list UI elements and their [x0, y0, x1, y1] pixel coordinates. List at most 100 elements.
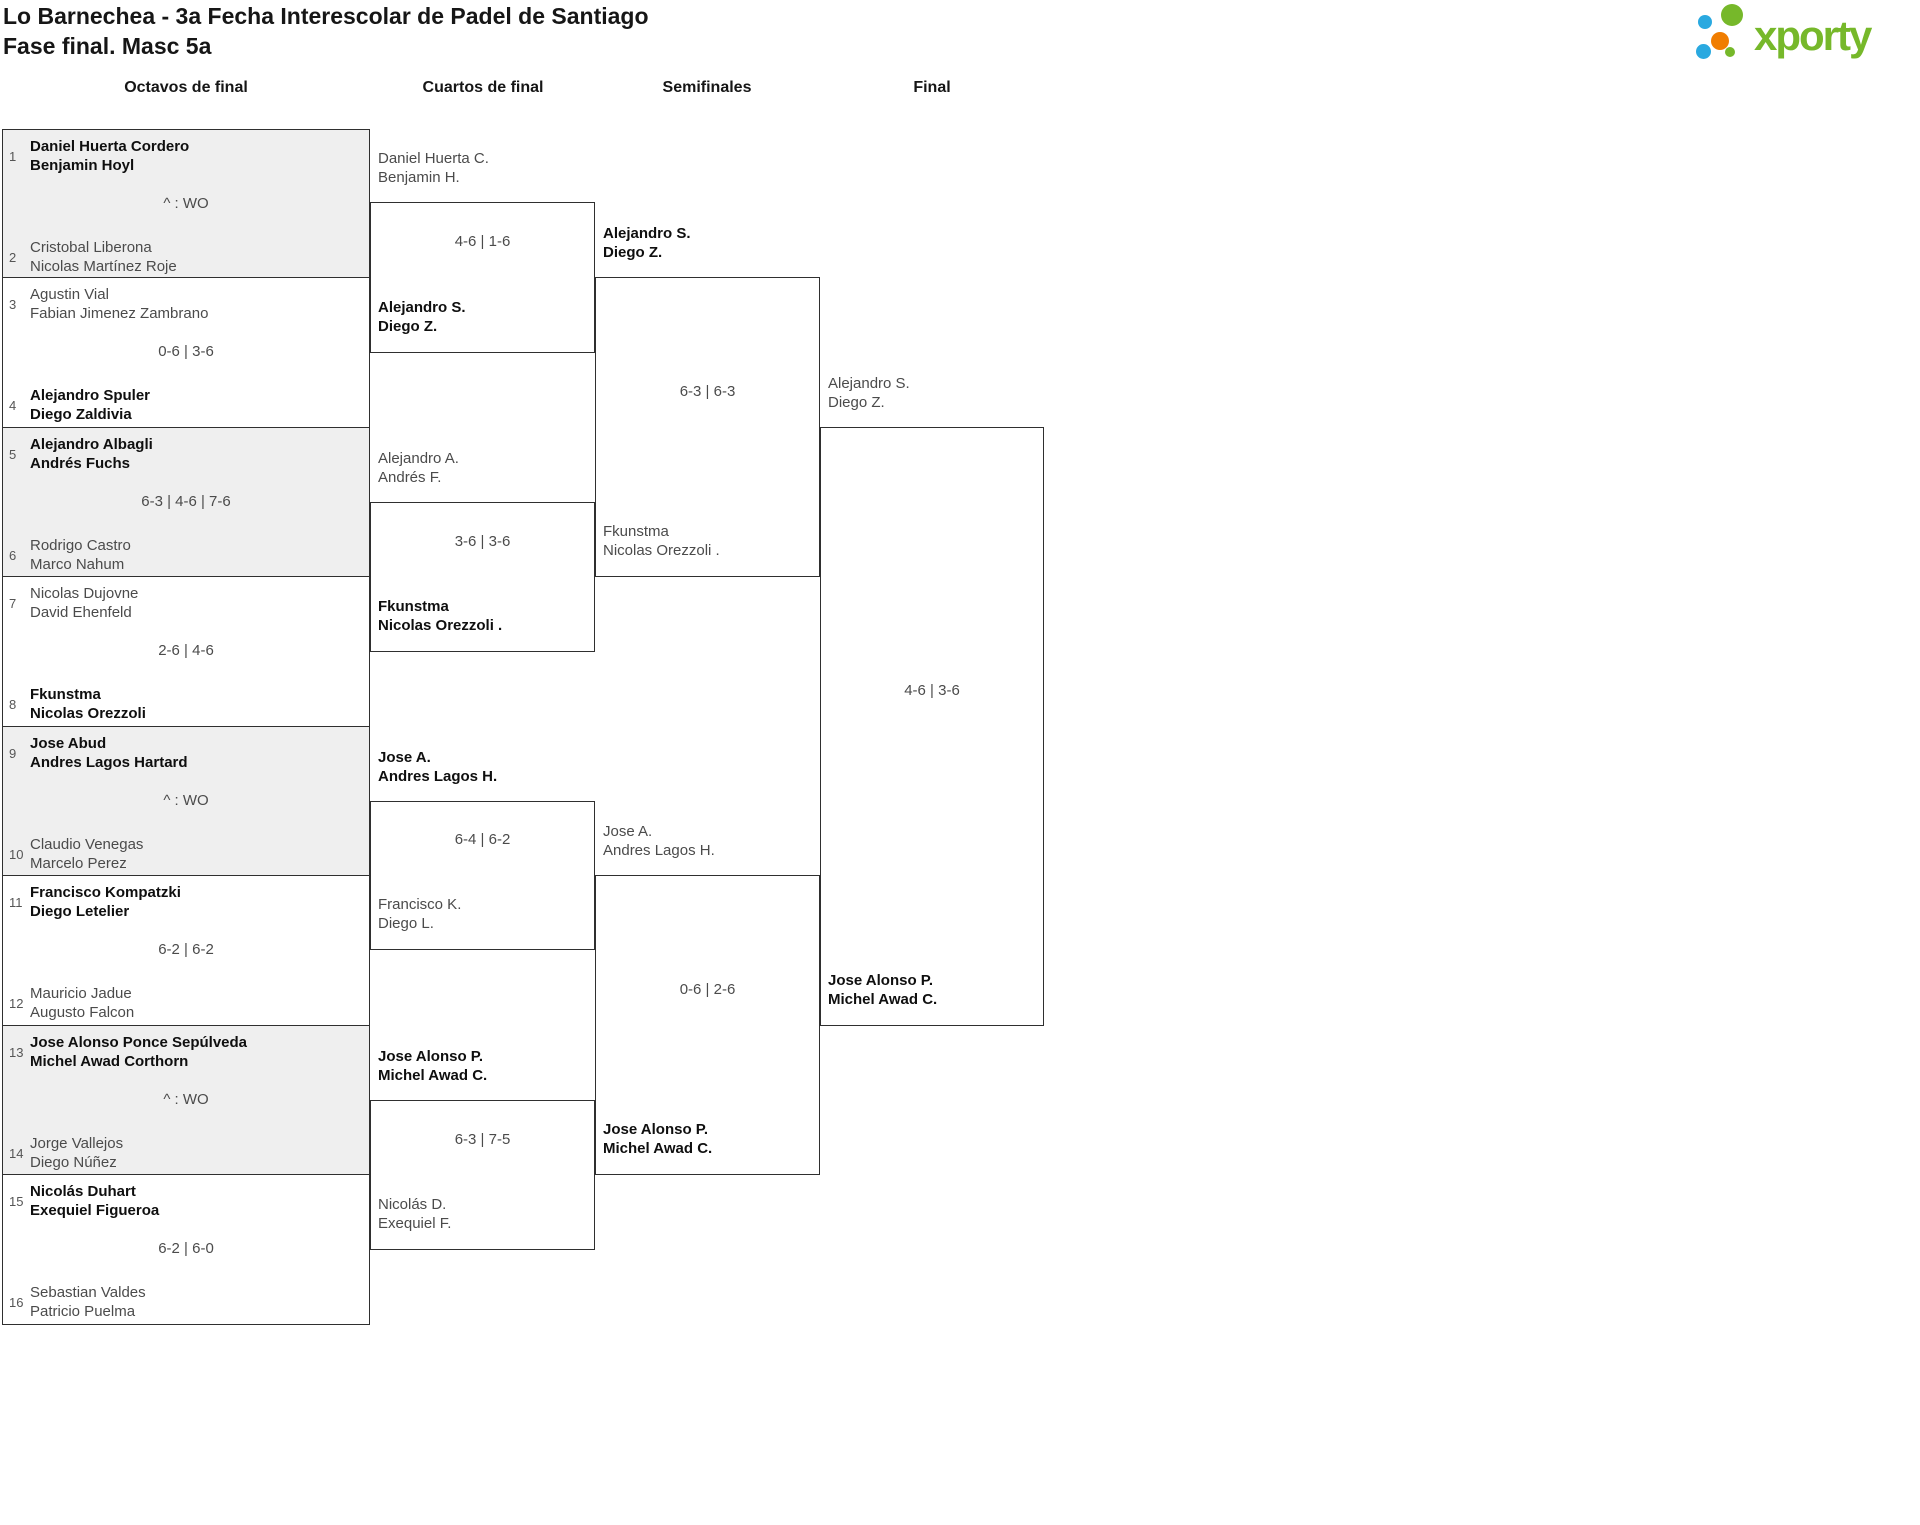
team-name-line: Patricio Puelma [30, 1303, 136, 1320]
seed-number: 13 [9, 1044, 24, 1060]
xporty-logo[interactable]: xporty [1688, 2, 1916, 72]
seed-number: 7 [9, 595, 17, 611]
team-name-line: Fkunstma [30, 686, 101, 703]
team-name-line: Diego Zaldivia [30, 406, 132, 423]
round-header-cuartos: Cuartos de final [422, 79, 544, 96]
team-name-line: Alejandro S. [828, 375, 910, 392]
team-name-line: Fkunstma [603, 523, 669, 540]
team-name-line: Sebastian Valdes [30, 1284, 146, 1301]
match-score: 6-3 | 6-3 [679, 382, 736, 400]
team-name-line: Jose A. [603, 823, 653, 840]
team-name-line: Andres Lagos H. [378, 768, 498, 785]
team-names: Jose Alonso P.Michel Awad C. [378, 1047, 487, 1085]
logo-wordmark: xporty [1754, 12, 1872, 59]
team-name-line: Michel Awad Corthorn [30, 1053, 189, 1070]
match-score: 4-6 | 1-6 [454, 233, 511, 250]
team-name-line: Agustin Vial [30, 286, 109, 303]
team-name-line: David Ehenfeld [30, 604, 132, 621]
seed-number: 9 [9, 745, 17, 761]
team-name-line: Jose Alonso P. [378, 1048, 484, 1065]
team-name-line: Nicolás Duhart [30, 1183, 136, 1200]
match-score: 4-6 | 3-6 [904, 682, 960, 699]
seed-number: 10 [9, 846, 24, 862]
page-title-line1: Lo Barnechea - 3a Fecha Interescolar de … [3, 3, 649, 29]
team-name-line: Daniel Huerta Cordero [30, 138, 190, 155]
team-names: Francisco K. Diego L. [378, 895, 461, 933]
match-score: 0-6 | 2-6 [679, 980, 736, 998]
team-names: Alejandro A.Andrés F. [378, 449, 459, 487]
team-name-line: Fkunstma [378, 598, 449, 615]
team-names: Jose Alonso P. Michel Awad C. [828, 971, 937, 1009]
match-score: 0-6 | 3-6 [158, 343, 214, 360]
team-name-line: Diego Z. [378, 318, 438, 335]
seed-number: 5 [9, 446, 17, 462]
logo-dot-icon [1696, 44, 1711, 59]
seed-number: 3 [9, 296, 17, 312]
team-name-line: Exequiel F. [378, 1215, 452, 1232]
team-name-line: Jose Alonso P. [828, 972, 934, 989]
team-name-line: Marcelo Perez [30, 855, 127, 872]
match-score: 6-2 | 6-0 [158, 1240, 214, 1257]
team-name-line: Augusto Falcon [30, 1004, 135, 1021]
team-names: Jose A.Andres Lagos H. [378, 748, 497, 786]
team-name-line: Diego L. [378, 915, 434, 932]
match-score: 6-4 | 6-2 [454, 831, 511, 848]
team-name-line: Nicolas Orezzoli . [603, 542, 720, 559]
team-name-line: Nicolas Dujovne [30, 585, 139, 602]
seed-number: 14 [9, 1145, 24, 1161]
seed-number: 6 [9, 547, 17, 563]
team-name-line: Cristobal Liberona [30, 239, 152, 256]
logo-dot-icon [1721, 4, 1743, 26]
team-name-line: Andres Lagos H. [603, 842, 715, 859]
seed-number: 16 [9, 1294, 24, 1310]
team-name-line: Jose Abud [30, 735, 107, 752]
team-names: Daniel Huerta C.Benjamin H. [378, 149, 489, 187]
team-name-line: Andrés F. [378, 469, 442, 486]
team-name-line: Fabian Jimenez Zambrano [30, 305, 209, 322]
page-title-line2: Fase final. Masc 5a [3, 33, 212, 59]
team-name-line: Daniel Huerta C. [378, 150, 489, 167]
team-name-line: Francisco K. [378, 896, 462, 913]
team-name-line: Benjamin Hoyl [30, 157, 135, 174]
seed-number: 15 [9, 1193, 24, 1209]
team-name-line: Michel Awad C. [828, 991, 938, 1008]
team-name-line: Mauricio Jadue [30, 985, 132, 1002]
match-score: ^ : WO [163, 1091, 209, 1108]
team-name-line: Rodrigo Castro [30, 537, 131, 554]
team-name-line: Exequiel Figueroa [30, 1202, 160, 1219]
match-score: ^ : WO [163, 792, 209, 809]
